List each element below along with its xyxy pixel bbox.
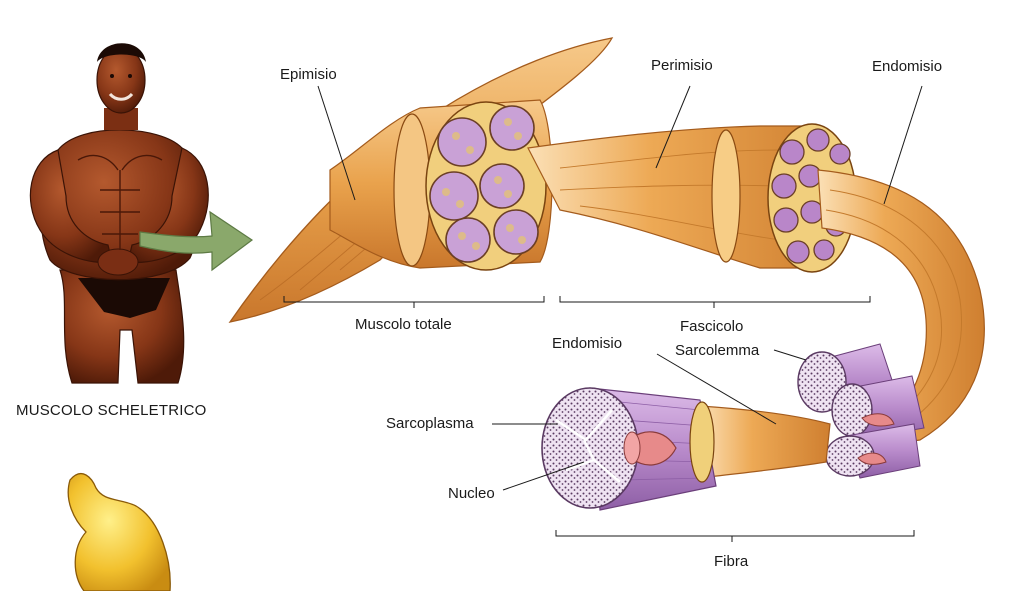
label-muscolo-totale: Muscolo totale [355,316,452,333]
bodybuilder-figure [29,43,209,384]
label-sarcolemma: Sarcolemma [675,342,760,359]
label-sarcoplasma: Sarcoplasma [386,415,474,432]
label-perimisio: Perimisio [651,57,713,74]
pointer-arrow [139,210,254,272]
brackets [283,296,915,542]
label-fascicolo: Fascicolo [680,318,744,335]
stomach-illustration [67,473,171,591]
label-nucleo: Nucleo [448,485,495,502]
label-fibra: Fibra [714,553,749,570]
label-epimisio: Epimisio [280,66,337,83]
fascicle [527,123,857,273]
label-muscolo-scheletrico: MUSCOLO SCHELETRICO [16,402,207,419]
whole-muscle [228,37,614,323]
label-endomisio-mid: Endomisio [552,335,623,352]
label-endomisio-top: Endomisio [872,58,943,75]
single-fiber [541,387,831,511]
leader-lines [317,85,923,491]
curving-fiber-bundle [797,169,985,479]
